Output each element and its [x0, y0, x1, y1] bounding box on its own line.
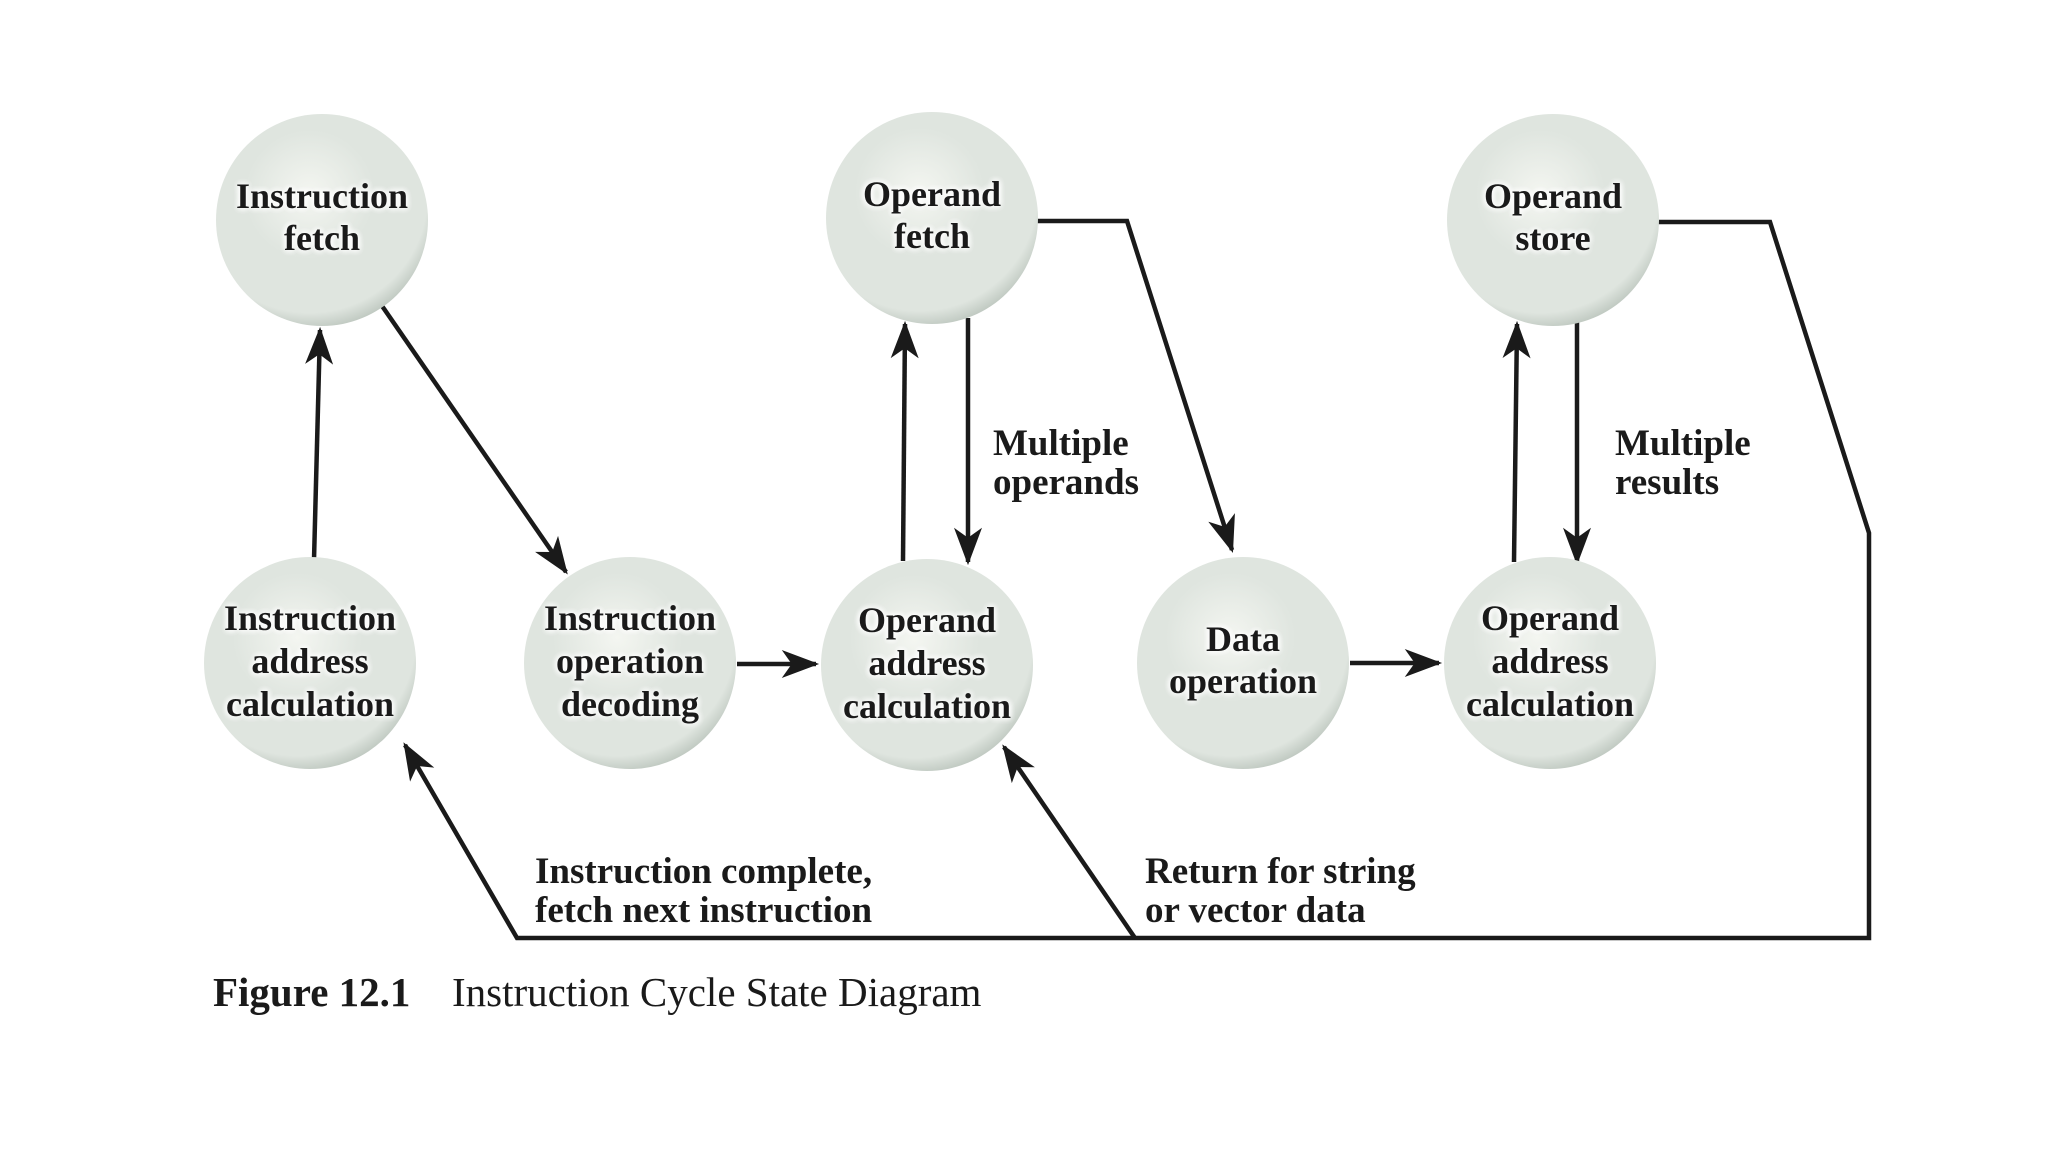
state-node-instruction-address-calculation: Instruction address calculation — [204, 557, 416, 769]
figure-caption-title: Instruction Cycle State Diagram — [452, 969, 982, 1015]
node-label-line: calculation — [843, 686, 1011, 726]
edge-instruction-address-calc-to-instruction-fetch — [305, 326, 334, 561]
node-label-line: operation — [1169, 661, 1317, 701]
edge-operand-store-return-to-instruction-address-calc — [403, 219, 1872, 941]
node-label-line: address — [1491, 641, 1608, 681]
edge-operand-address-calc-to-operand-fetch — [890, 320, 919, 562]
edge-label-line: fetch next instruction — [535, 890, 872, 931]
edge-return-for-string-to-operand-address-calc — [1002, 744, 1137, 940]
nodes-group: Instruction fetch Operand fetch Operand … — [204, 112, 1659, 771]
node-label-line: Instruction — [544, 598, 716, 638]
node-label-line: store — [1515, 218, 1590, 258]
edge-label-line: results — [1615, 462, 1719, 503]
edge-instruction-fetch-to-instruction-operation-decoding — [378, 301, 568, 575]
edge-label-line: Instruction complete, — [535, 851, 872, 892]
edge-label-line: Multiple — [993, 423, 1129, 464]
state-node-data-operation: Data operation — [1137, 557, 1349, 769]
node-label-line: Instruction — [224, 598, 396, 638]
state-circle — [1447, 114, 1659, 326]
node-label-line: fetch — [894, 216, 970, 256]
node-label-line: address — [251, 641, 368, 681]
state-node-operand-address-calculation-2: Operand address calculation — [1444, 557, 1656, 769]
node-label-line: calculation — [226, 684, 394, 724]
node-label-line: operation — [556, 641, 704, 681]
state-circle — [1137, 557, 1349, 769]
node-label-line: address — [868, 643, 985, 683]
state-circle — [826, 112, 1038, 324]
state-circle — [524, 557, 736, 769]
figure-caption: Figure 12.1 Instruction Cycle State Diag… — [213, 969, 982, 1015]
state-node-operand-store: Operand store — [1447, 114, 1659, 326]
edge-label-multiple-operands: Multiple operands — [993, 423, 1139, 503]
node-label-line: Operand — [858, 600, 996, 640]
node-label-line: calculation — [1466, 684, 1634, 724]
state-circle — [204, 557, 416, 769]
node-label-line: Data — [1206, 619, 1280, 659]
edge-label-multiple-results: Multiple results — [1615, 423, 1751, 503]
state-node-instruction-fetch: Instruction fetch — [216, 114, 428, 326]
node-label-line: Operand — [863, 174, 1001, 214]
figure-caption-number: Figure 12.1 — [213, 969, 410, 1015]
edge-label-line: Return for string — [1145, 851, 1416, 892]
node-label-line: fetch — [284, 218, 360, 258]
node-label-line: Operand — [1484, 176, 1622, 216]
node-label-line: Operand — [1481, 598, 1619, 638]
edge-label-line: or vector data — [1145, 890, 1366, 931]
state-circle — [216, 114, 428, 326]
edge-label-line: operands — [993, 462, 1139, 503]
edge-operand-fetch-to-data-operation — [1036, 218, 1235, 553]
edge-label-instruction-complete: Instruction complete, fetch next instruc… — [535, 851, 872, 931]
state-node-instruction-operation-decoding: Instruction operation decoding — [524, 557, 736, 769]
edge-label-line: Multiple — [1615, 423, 1751, 464]
state-node-operand-address-calculation: Operand address calculation — [821, 559, 1033, 771]
edge-label-return-for-string: Return for string or vector data — [1145, 851, 1416, 931]
edge-labels-group: Multiple operands Multiple results Instr… — [535, 423, 1751, 931]
node-label-line: Instruction — [236, 176, 408, 216]
state-circle — [821, 559, 1033, 771]
state-circle — [1444, 557, 1656, 769]
edge-operand-address-calc-2-to-operand-store — [1502, 320, 1531, 563]
state-node-operand-fetch: Operand fetch — [826, 112, 1038, 324]
node-label-line: decoding — [561, 684, 699, 724]
edges-group — [305, 218, 1872, 941]
